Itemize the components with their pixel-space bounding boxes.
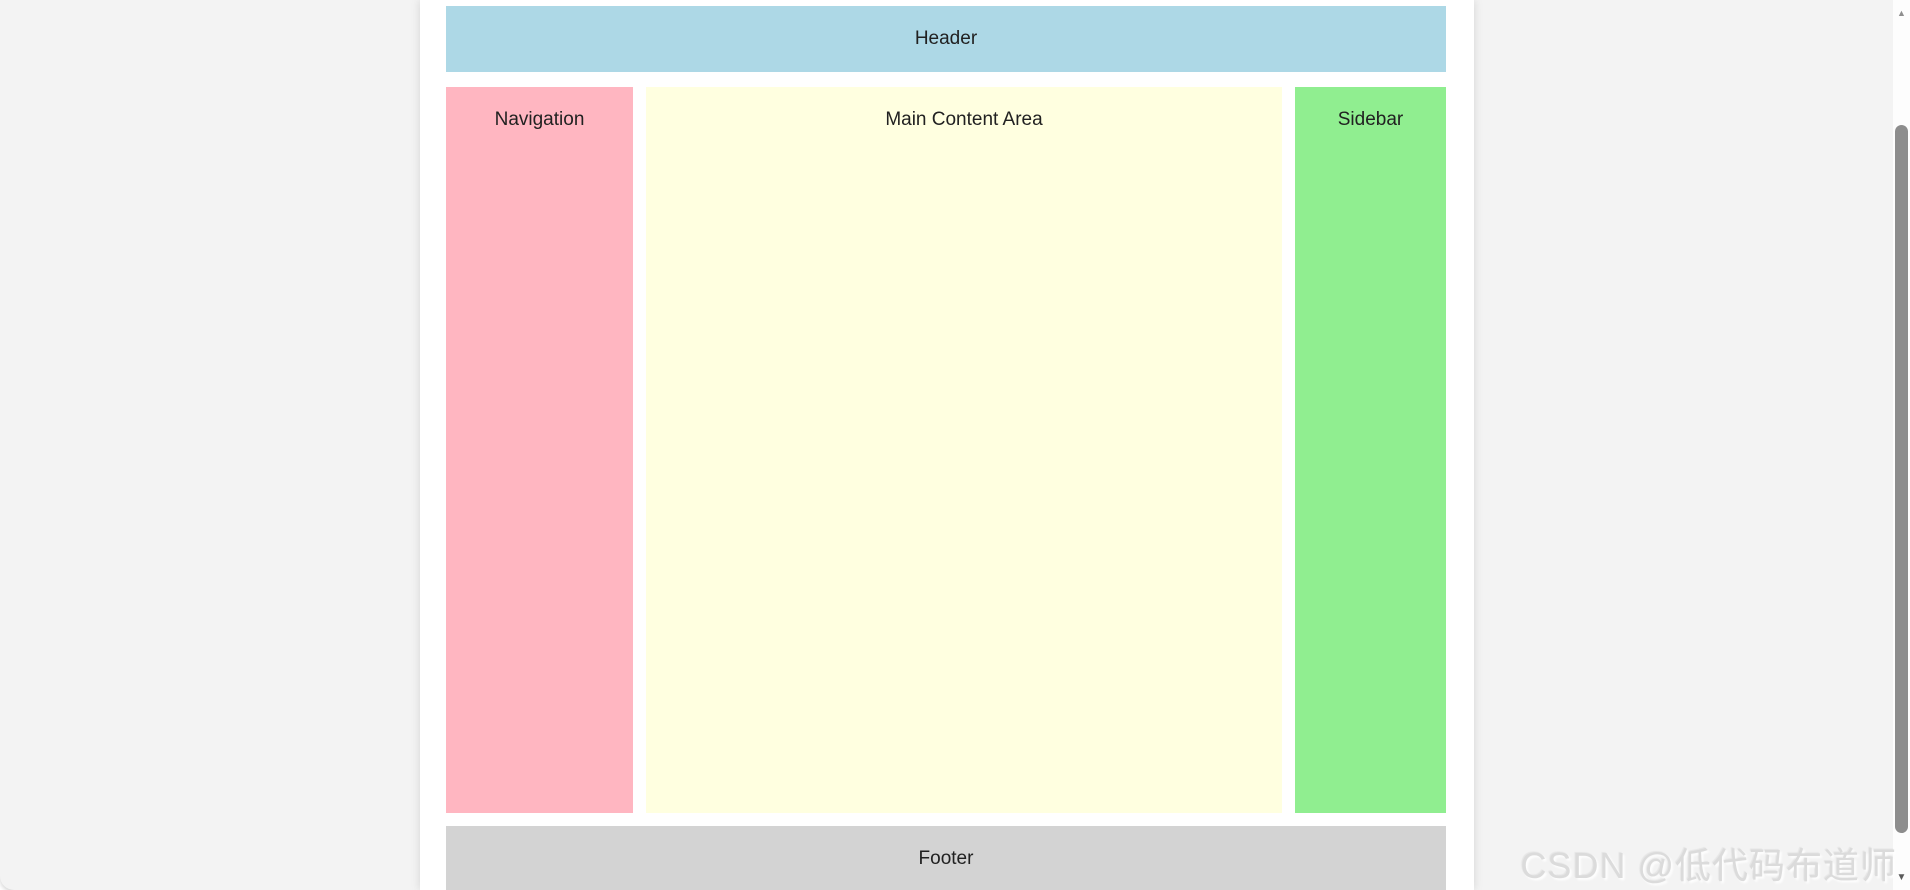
middle-row: Navigation Main Content Area Sidebar bbox=[446, 87, 1446, 813]
scroll-down-icon: ▼ bbox=[1896, 871, 1907, 883]
header-label: Header bbox=[914, 28, 978, 49]
footer-section: Footer bbox=[446, 826, 1446, 890]
scroll-down-button[interactable]: ▼ bbox=[1893, 864, 1910, 890]
scroll-up-icon: ▲ bbox=[1897, 8, 1906, 18]
footer-label: Footer bbox=[918, 848, 974, 869]
scrollbar-thumb[interactable] bbox=[1895, 125, 1908, 833]
main-content-section: Main Content Area bbox=[646, 87, 1282, 813]
page-canvas: Header Navigation Main Content Area Side… bbox=[420, 0, 1474, 890]
sidebar-section: Sidebar bbox=[1295, 87, 1446, 813]
csdn-watermark: CSDN @低代码布道师 bbox=[1520, 845, 1897, 886]
scroll-up-button[interactable]: ▲ bbox=[1893, 0, 1910, 26]
main-content-label: Main Content Area bbox=[885, 109, 1043, 130]
vertical-scrollbar[interactable]: ▲ ▼ bbox=[1893, 0, 1910, 890]
navigation-section: Navigation bbox=[446, 87, 633, 813]
sidebar-label: Sidebar bbox=[1337, 109, 1404, 130]
header-section: Header bbox=[446, 6, 1446, 72]
holy-grail-layout: Header Navigation Main Content Area Side… bbox=[446, 0, 1446, 890]
navigation-label: Navigation bbox=[494, 109, 585, 130]
